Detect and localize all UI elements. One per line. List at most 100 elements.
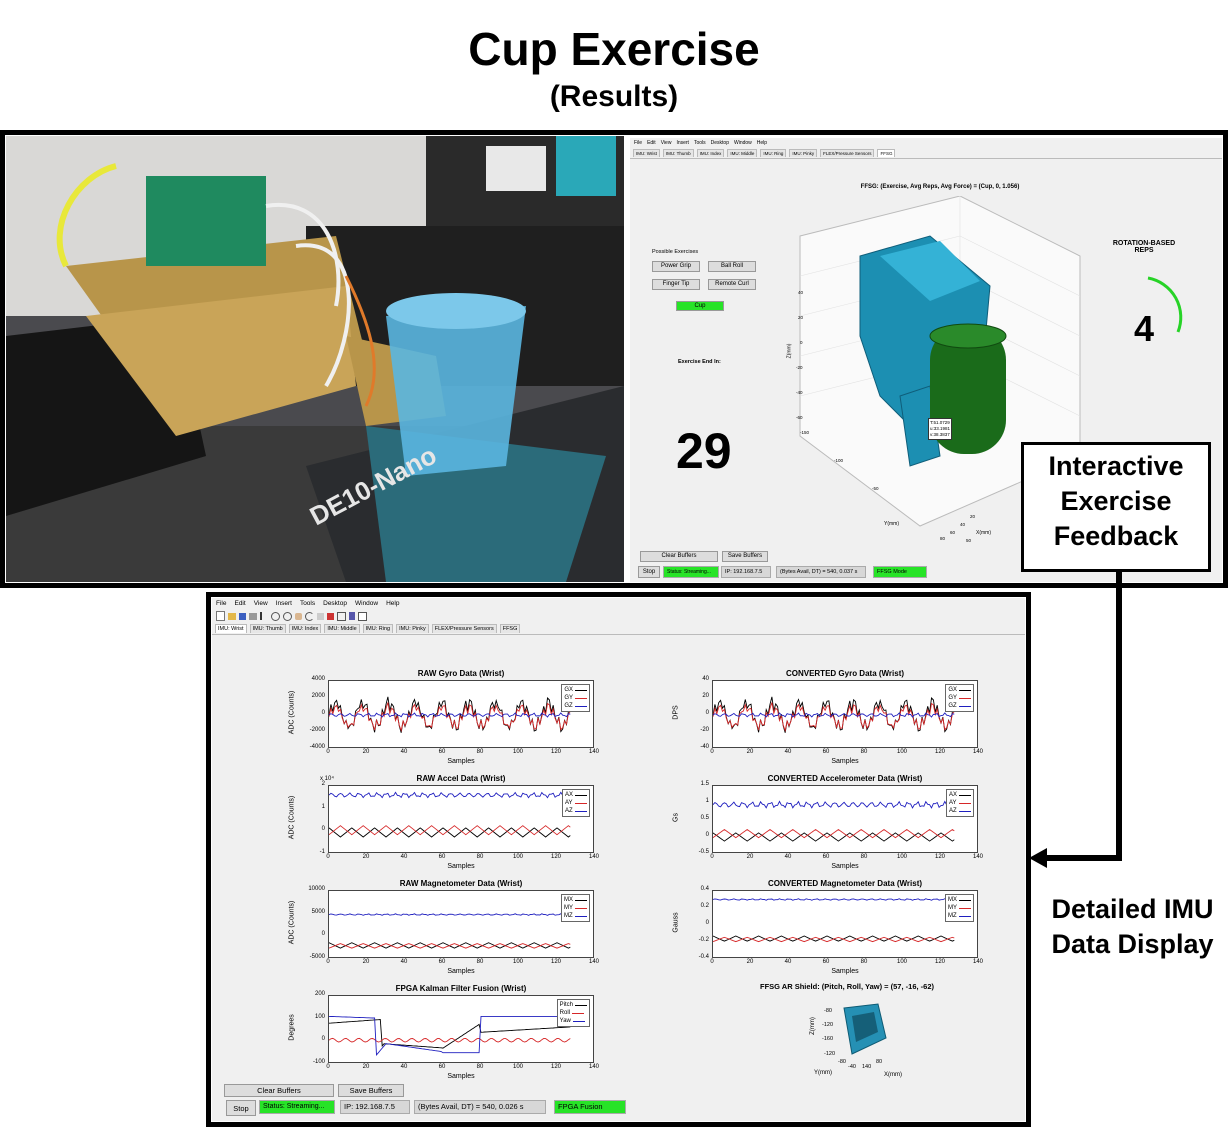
menu-insert[interactable]: Insert bbox=[275, 600, 292, 607]
tab-flex-pressure[interactable]: FLEX/Pressure Sensors bbox=[431, 624, 497, 633]
tab-imu-ring[interactable]: IMU: Ring bbox=[760, 149, 787, 157]
legend-icon[interactable] bbox=[358, 611, 367, 621]
x-tick-label: 100 bbox=[512, 749, 523, 755]
y-tick-label: -40 bbox=[700, 744, 709, 750]
y-tick-label: 100 bbox=[314, 1013, 325, 1020]
x-tick-label: 40 bbox=[400, 959, 408, 965]
ffsg-z-tick-2: 20 bbox=[798, 315, 804, 320]
remote-curl-button[interactable]: Remote Curl bbox=[708, 279, 756, 290]
menu-edit[interactable]: Edit bbox=[234, 600, 246, 607]
legend-swatch bbox=[958, 705, 971, 707]
tab-imu-ring[interactable]: IMU: Ring bbox=[362, 624, 394, 633]
menu-desktop[interactable]: Desktop bbox=[710, 140, 729, 146]
open-file-icon[interactable] bbox=[228, 612, 236, 620]
plot-area[interactable] bbox=[328, 680, 594, 748]
tab-imu-middle[interactable]: IMU: Middle bbox=[324, 624, 360, 633]
menu-help[interactable]: Help bbox=[386, 600, 400, 607]
menu-tools[interactable]: Tools bbox=[693, 140, 706, 146]
plot-area[interactable] bbox=[712, 890, 978, 958]
rotate-icon[interactable] bbox=[305, 611, 314, 621]
plot-area[interactable] bbox=[328, 995, 594, 1063]
y-tick-label: 10000 bbox=[308, 886, 325, 892]
menu-view[interactable]: View bbox=[660, 140, 672, 146]
y-tick-label: 0 bbox=[705, 920, 709, 926]
tab-imu-index[interactable]: IMU: Index bbox=[696, 149, 725, 157]
new-figure-icon[interactable] bbox=[216, 611, 225, 621]
menu-file[interactable]: File bbox=[634, 140, 643, 146]
tab-imu-index[interactable]: IMU: Index bbox=[288, 624, 322, 633]
menu-window[interactable]: Window bbox=[354, 600, 379, 607]
cup-button[interactable]: Cup bbox=[676, 301, 724, 311]
x-tick-label: 100 bbox=[512, 1064, 523, 1070]
menu-help[interactable]: Help bbox=[756, 140, 768, 146]
y-tick-label: 0 bbox=[705, 710, 709, 716]
x-tick-label: 0 bbox=[326, 1064, 330, 1070]
save-icon[interactable] bbox=[239, 612, 246, 620]
tab-ffsg[interactable]: FFSG bbox=[877, 149, 896, 157]
data-cursor-icon[interactable] bbox=[317, 612, 324, 620]
legend-swatch bbox=[958, 802, 971, 804]
plot-area[interactable] bbox=[328, 785, 594, 853]
menu-edit[interactable]: Edit bbox=[647, 140, 656, 146]
colorbar-icon[interactable] bbox=[349, 612, 355, 620]
link-icon[interactable] bbox=[337, 611, 346, 621]
print-icon[interactable] bbox=[249, 612, 257, 620]
tab-imu-thumb[interactable]: IMU: Thumb bbox=[249, 624, 286, 633]
ball-roll-button[interactable]: Ball Roll bbox=[708, 261, 756, 272]
brush-icon[interactable] bbox=[327, 612, 334, 620]
tab-imu-pinky[interactable]: IMU: Pinky bbox=[396, 624, 429, 633]
datatip-line-1: T:51.0729 bbox=[930, 420, 950, 425]
pan-icon[interactable] bbox=[295, 612, 302, 620]
tab-flex-pressure[interactable]: FLEX/Pressure Sensors bbox=[820, 149, 875, 157]
menu-view[interactable]: View bbox=[253, 600, 268, 607]
tab-imu-wrist[interactable]: IMU: Wrist bbox=[633, 149, 660, 157]
plot-area[interactable] bbox=[328, 890, 594, 958]
legend-label: Roll bbox=[559, 1010, 570, 1016]
menu-desktop[interactable]: Desktop bbox=[323, 600, 347, 607]
imu-save-buffers-button[interactable]: Save Buffers bbox=[338, 1084, 404, 1097]
x-tick-label: 120 bbox=[550, 854, 561, 860]
y-axis-label: Degrees bbox=[288, 1014, 296, 1041]
ffsg-x-tick-1: 20 bbox=[970, 514, 976, 519]
legend-swatch bbox=[575, 697, 587, 699]
ffsg-stop-button[interactable]: Stop bbox=[638, 566, 660, 578]
imu-clear-buffers-button[interactable]: Clear Buffers bbox=[224, 1084, 334, 1097]
legend-swatch bbox=[574, 810, 587, 812]
ffsg-clear-buffers-button[interactable]: Clear Buffers bbox=[640, 551, 718, 562]
y-tick-label: -0.4 bbox=[698, 954, 709, 960]
legend-swatch bbox=[959, 689, 971, 691]
series-line-yaw bbox=[329, 1015, 571, 1057]
ffsg-mode-select[interactable]: FFSG Mode bbox=[873, 566, 927, 578]
tab-imu-middle[interactable]: IMU: Middle bbox=[727, 149, 758, 157]
tab-ffsg[interactable]: FFSG bbox=[499, 624, 521, 633]
imu-stop-button[interactable]: Stop bbox=[226, 1100, 256, 1116]
plot-area[interactable] bbox=[712, 680, 978, 748]
plot-area[interactable] bbox=[712, 785, 978, 853]
menu-tools[interactable]: Tools bbox=[299, 600, 316, 607]
legend-label: GZ bbox=[948, 703, 957, 709]
menu-insert[interactable]: Insert bbox=[676, 140, 689, 146]
y-tick-label: 200 bbox=[314, 991, 325, 997]
finger-tip-button[interactable]: Finger Tip bbox=[652, 279, 700, 290]
legend-swatch bbox=[575, 1004, 587, 1006]
ffsg-save-buffers-button[interactable]: Save Buffers bbox=[722, 551, 768, 562]
tab-imu-thumb[interactable]: IMU: Thumb bbox=[662, 149, 694, 157]
imu-mode-select[interactable]: FPGA Fusion bbox=[554, 1100, 626, 1114]
zoom-in-icon[interactable] bbox=[271, 611, 280, 621]
legend-entry: AX bbox=[949, 791, 971, 799]
tab-imu-pinky[interactable]: IMU: Pinky bbox=[789, 149, 818, 157]
menu-window[interactable]: Window bbox=[733, 140, 752, 146]
tab-imu-wrist[interactable]: IMU: Wrist bbox=[215, 624, 247, 633]
power-grip-button[interactable]: Power Grip bbox=[652, 261, 700, 272]
zoom-out-icon[interactable] bbox=[283, 611, 292, 621]
pointer-icon[interactable] bbox=[260, 612, 268, 620]
legend-swatch bbox=[575, 899, 587, 901]
menu-file[interactable]: File bbox=[216, 600, 227, 607]
